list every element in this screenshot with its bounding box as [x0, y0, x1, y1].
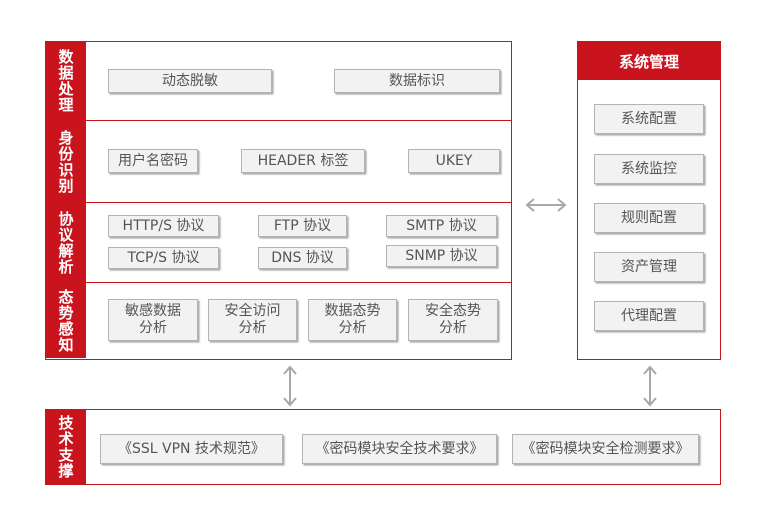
box-header-tag[interactable]: HEADER 标签: [241, 149, 365, 173]
box-ukey[interactable]: UKEY: [408, 149, 500, 173]
box-username-password[interactable]: 用户名密码: [108, 149, 198, 173]
box-rule-config[interactable]: 规则配置: [594, 203, 704, 233]
box-http-protocol[interactable]: HTTP/S 协议: [108, 215, 219, 237]
label-situation: 态 势 感 知: [46, 283, 86, 358]
label-data-processing: 数 据 处 理: [46, 42, 86, 120]
box-secure-access-analysis[interactable]: 安全访问 分析: [208, 299, 297, 341]
box-system-monitor[interactable]: 系统监控: [594, 154, 704, 184]
box-sensitive-data-analysis[interactable]: 敏感数据 分析: [108, 299, 198, 341]
box-snmp-protocol[interactable]: SNMP 协议: [386, 245, 497, 267]
bidirectional-horizontal-arrow-icon: [525, 198, 567, 212]
box-proxy-config[interactable]: 代理配置: [594, 301, 704, 331]
box-tcp-protocol[interactable]: TCP/S 协议: [108, 247, 219, 269]
box-data-identification[interactable]: 数据标识: [334, 69, 500, 93]
box-security-situation-analysis[interactable]: 安全态势 分析: [408, 299, 498, 341]
row-protocol: 协 议 解 析 HTTP/S 协议 FTP 协议 SMTP 协议 TCP/S 协…: [46, 202, 511, 282]
system-management-title: 系统管理: [578, 42, 720, 80]
bidirectional-vertical-arrow-icon: [643, 365, 657, 407]
box-crypto-module-tech-req[interactable]: 《密码模块安全技术要求》: [302, 434, 497, 464]
box-data-situation-analysis[interactable]: 数据态势 分析: [308, 299, 397, 341]
bidirectional-vertical-arrow-icon: [283, 365, 297, 407]
box-system-config[interactable]: 系统配置: [594, 104, 704, 134]
box-dynamic-masking[interactable]: 动态脱敏: [108, 69, 272, 93]
capability-frame: 数 据 处 理 动态脱敏 数据标识 身 份 识 别 用户名密码 HEADER 标…: [45, 41, 512, 360]
label-protocol: 协 议 解 析: [46, 203, 86, 282]
label-identity: 身 份 识 别: [46, 121, 86, 202]
box-asset-management[interactable]: 资产管理: [594, 252, 704, 282]
row-situation: 态 势 感 知 敏感数据 分析 安全访问 分析 数据态势 分析 安全态势 分析: [46, 282, 511, 358]
box-crypto-module-test-req[interactable]: 《密码模块安全检测要求》: [512, 434, 699, 464]
box-dns-protocol[interactable]: DNS 协议: [258, 247, 347, 269]
box-ftp-protocol[interactable]: FTP 协议: [258, 215, 347, 237]
row-identity: 身 份 识 别 用户名密码 HEADER 标签 UKEY: [46, 120, 511, 202]
box-ssl-vpn-spec[interactable]: 《SSL VPN 技术规范》: [100, 434, 283, 464]
row-data-processing: 数 据 处 理 动态脱敏 数据标识: [46, 42, 511, 120]
box-smtp-protocol[interactable]: SMTP 协议: [386, 215, 497, 237]
tech-support-frame: 技 术 支 撑 《SSL VPN 技术规范》 《密码模块安全技术要求》 《密码模…: [45, 409, 721, 485]
system-management-frame: 系统管理 系统配置 系统监控 规则配置 资产管理 代理配置: [577, 41, 721, 360]
label-tech-support: 技 术 支 撑: [46, 410, 86, 484]
